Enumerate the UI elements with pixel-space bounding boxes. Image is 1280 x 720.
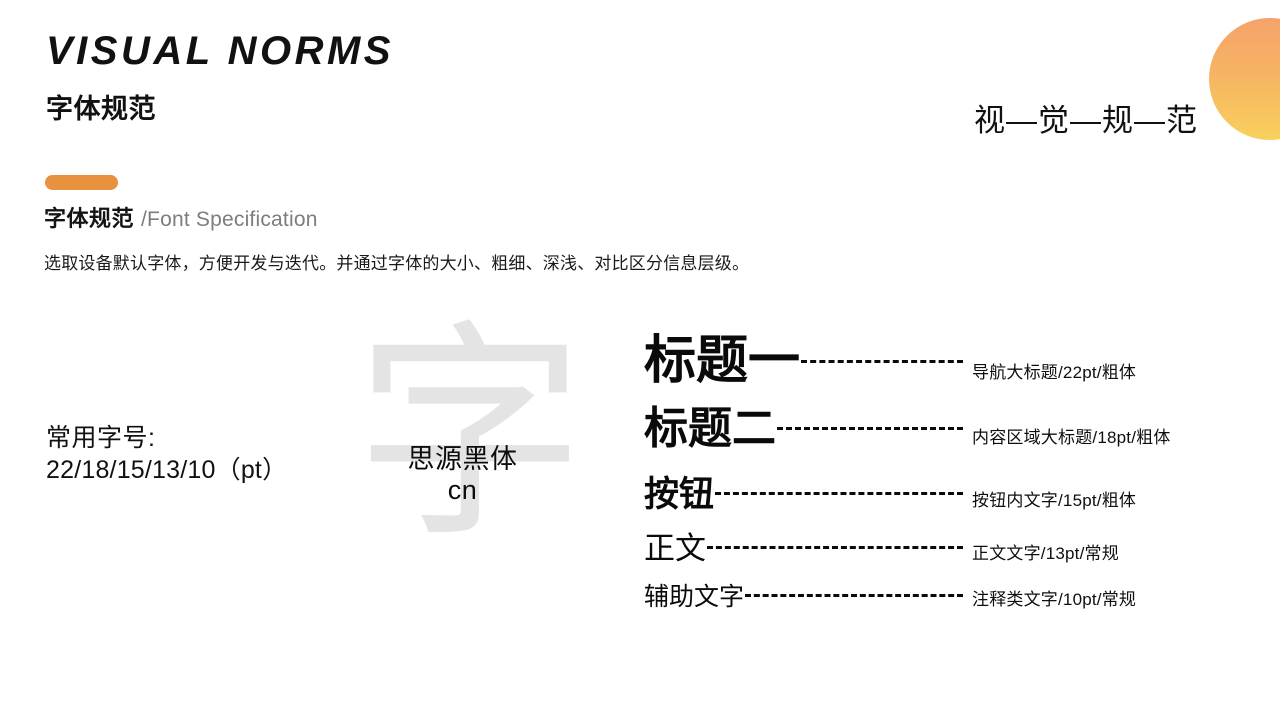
- font-family-name: 思源黑体 cn: [355, 444, 570, 507]
- type-scale-row: 正文 正文文字/13pt/常规: [644, 533, 1244, 585]
- header-right-tagline: 视—觉—规—范: [974, 103, 1198, 138]
- section-heading: 字体规范/Font Specification: [44, 206, 318, 231]
- decorative-gradient-circle: [1209, 18, 1280, 140]
- type-scale-row: 辅助文字 注释类文字/10pt/常规: [644, 585, 1244, 635]
- type-scale-sample: 正文: [644, 531, 706, 566]
- type-scale-note: 注释类文字/10pt/常规: [972, 590, 1137, 609]
- type-scale-row: 标题二 内容区域大标题/18pt/粗体: [644, 407, 1244, 477]
- watermark-glyph-character: 字: [355, 306, 586, 563]
- common-font-sizes-label: 常用字号:: [46, 424, 156, 452]
- type-scale-list: 标题一 导航大标题/22pt/粗体 标题二 内容区域大标题/18pt/粗体 按钮…: [644, 335, 1244, 635]
- type-scale-note: 按钮内文字/15pt/粗体: [972, 491, 1137, 510]
- page-title-cn: 字体规范: [46, 94, 156, 124]
- section-heading-en: /Font Specification: [141, 208, 318, 231]
- type-scale-sample: 标题一: [644, 332, 801, 390]
- type-scale-sample: 按钮: [644, 475, 715, 514]
- dashed-connector-line: [745, 594, 963, 598]
- common-font-sizes-block: 常用字号: 22/18/15/13/10（pt）: [46, 422, 287, 486]
- type-scale-sample: 辅助文字: [644, 583, 745, 611]
- section-marker-pill: [45, 175, 118, 190]
- type-scale-row: 按钮 按钮内文字/15pt/粗体: [644, 477, 1244, 533]
- type-scale-note: 正文文字/13pt/常规: [972, 544, 1119, 563]
- section-description: 选取设备默认字体，方便开发与迭代。并通过字体的大小、粗细、深浅、对比区分信息层级…: [44, 254, 750, 273]
- page-title-en: VISUAL NORMS: [46, 29, 394, 73]
- common-font-sizes-value: 22/18/15/13/10（pt）: [46, 456, 288, 484]
- dashed-connector-line: [801, 360, 963, 364]
- type-scale-row: 标题一 导航大标题/22pt/粗体: [644, 335, 1244, 407]
- type-scale-note: 导航大标题/22pt/粗体: [972, 363, 1137, 382]
- font-watermark: 字 思源黑体 cn: [355, 320, 585, 572]
- font-family-name-line2: cn: [447, 475, 478, 506]
- dashed-connector-line: [777, 427, 963, 431]
- type-scale-note: 内容区域大标题/18pt/粗体: [972, 428, 1171, 447]
- section-heading-cn: 字体规范: [44, 206, 135, 231]
- font-family-name-line1: 思源黑体: [407, 444, 518, 474]
- dashed-connector-line: [715, 492, 963, 496]
- type-scale-sample: 标题二: [644, 404, 776, 453]
- dashed-connector-line: [707, 546, 963, 550]
